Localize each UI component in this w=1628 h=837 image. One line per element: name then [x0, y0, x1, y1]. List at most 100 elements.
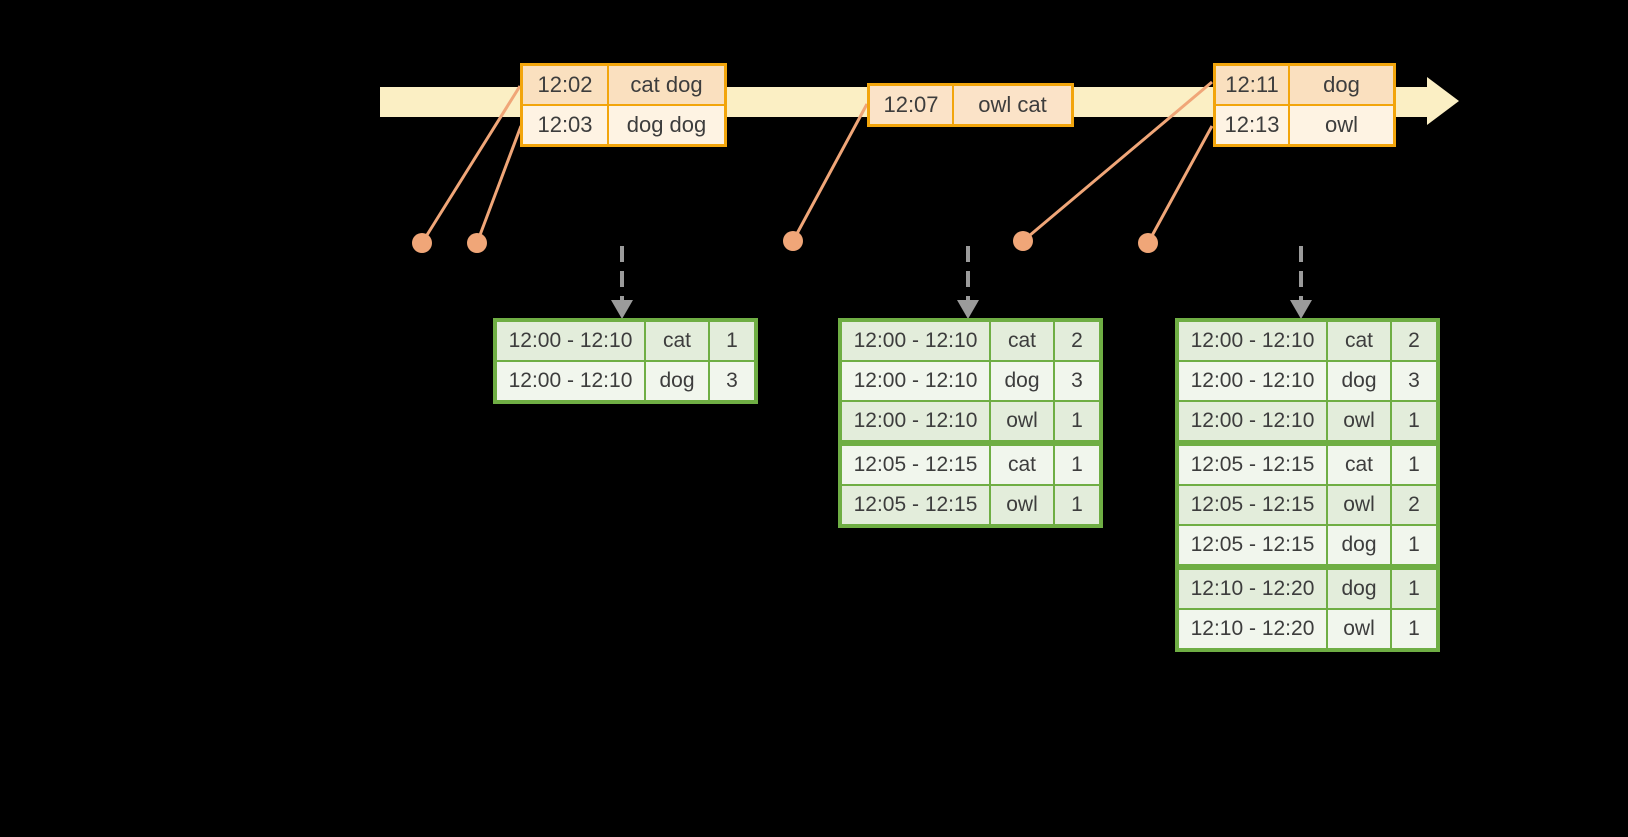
table-cell: 12:00 - 12:10	[494, 319, 646, 362]
table-cell: 1	[1390, 608, 1439, 651]
table-cell: dog dog	[607, 104, 727, 147]
table-cell: 1	[1390, 564, 1439, 610]
table-cell: 1	[1053, 400, 1102, 444]
table-cell: 3	[1390, 360, 1439, 402]
table-cell: 12:07	[867, 83, 954, 127]
event-dots	[412, 231, 1158, 253]
table-cell: owl	[1288, 104, 1396, 147]
table-cell: 12:02	[520, 63, 609, 106]
event-dot-icon	[783, 231, 803, 251]
table-cell: owl	[1326, 484, 1392, 526]
event-dot-icon	[1138, 233, 1158, 253]
table-cell: 12:00 - 12:10	[1176, 360, 1328, 402]
table-cell: owl cat	[952, 83, 1074, 127]
table-cell: cat	[989, 440, 1055, 486]
trigger-arrow-icon	[1290, 300, 1312, 319]
connector-line	[1146, 125, 1214, 244]
table-cell: owl	[1326, 608, 1392, 651]
table-cell: 3	[708, 360, 757, 403]
table-cell: cat dog	[607, 63, 727, 106]
event-connector-lines	[420, 80, 1214, 244]
table-cell: 2	[1053, 319, 1102, 362]
table-cell: 12:13	[1213, 104, 1290, 147]
table-cell: 12:00 - 12:10	[1176, 400, 1328, 444]
timeline-arrowhead-icon	[1427, 77, 1459, 125]
table-cell: 12:00 - 12:10	[839, 400, 991, 444]
table-cell: 1	[1390, 400, 1439, 444]
table-cell: 12:05 - 12:15	[1176, 524, 1328, 568]
table-cell: 12:00 - 12:10	[494, 360, 646, 403]
table-cell: cat	[1326, 440, 1392, 486]
table-cell: cat	[989, 319, 1055, 362]
trigger-arrow-icon	[611, 300, 633, 319]
table-cell: 12:10 - 12:20	[1176, 608, 1328, 651]
trigger-arrow-icon	[957, 300, 979, 319]
table-cell: 2	[1390, 484, 1439, 526]
event-dot-icon	[1013, 231, 1033, 251]
table-cell: dog	[1326, 524, 1392, 568]
table-cell: 1	[708, 319, 757, 362]
table-cell: dog	[989, 360, 1055, 402]
table-cell: 12:05 - 12:15	[839, 484, 991, 527]
trigger-arrows	[611, 246, 1312, 319]
table-cell: dog	[1326, 360, 1392, 402]
event-dot-icon	[467, 233, 487, 253]
table-cell: 12:11	[1213, 63, 1290, 106]
table-cell: cat	[644, 319, 710, 362]
table-cell: 12:00 - 12:10	[839, 319, 991, 362]
table-cell: dog	[1288, 63, 1396, 106]
table-cell: 12:03	[520, 104, 609, 147]
table-cell: 1	[1390, 440, 1439, 486]
table-cell: 1	[1053, 440, 1102, 486]
table-cell: owl	[989, 484, 1055, 527]
connector-line	[791, 103, 869, 242]
table-cell: 12:05 - 12:15	[1176, 484, 1328, 526]
table-cell: 1	[1053, 484, 1102, 527]
table-cell: owl	[1326, 400, 1392, 444]
table-cell: 12:10 - 12:20	[1176, 564, 1328, 610]
table-cell: 12:00 - 12:10	[839, 360, 991, 402]
table-cell: owl	[989, 400, 1055, 444]
connector-line	[1022, 80, 1213, 243]
table-cell: 12:05 - 12:15	[1176, 440, 1328, 486]
connector-line	[475, 125, 523, 244]
table-cell: 3	[1053, 360, 1102, 402]
table-cell: 12:05 - 12:15	[839, 440, 991, 486]
table-cell: dog	[1326, 564, 1392, 610]
table-cell: dog	[644, 360, 710, 403]
table-cell: cat	[1326, 319, 1392, 362]
table-cell: 2	[1390, 319, 1439, 362]
